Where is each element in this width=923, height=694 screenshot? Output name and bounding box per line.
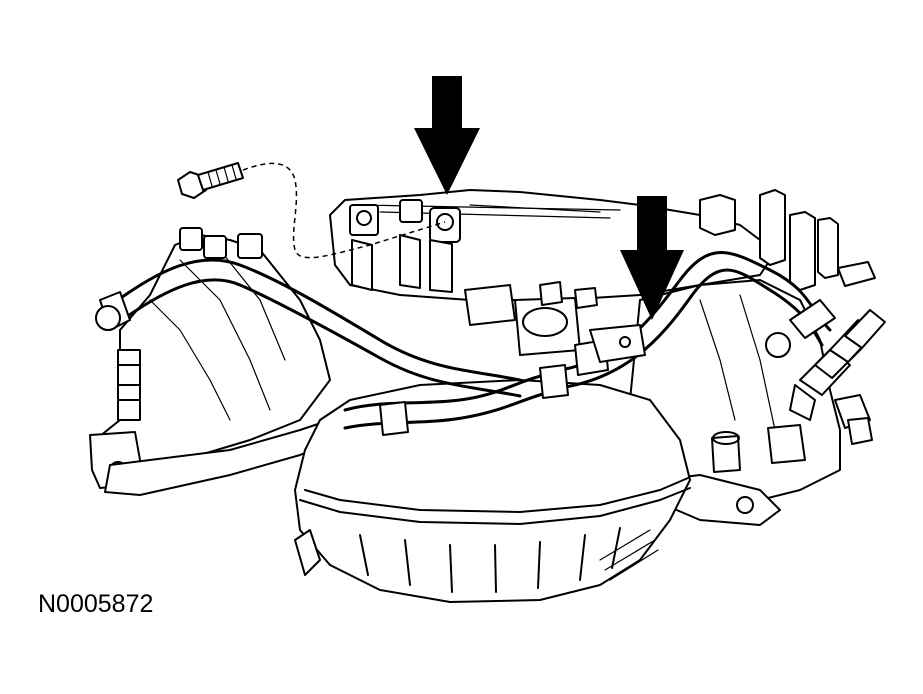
- left-manifold-bank: [89, 227, 336, 496]
- pcv-tube: [95, 251, 876, 436]
- lower-plenum: [294, 379, 691, 603]
- bolt-path-dashed: [242, 162, 446, 259]
- right-arrow: [620, 196, 684, 320]
- figure-id-label: N0005872: [38, 590, 154, 618]
- left-arrow: [414, 76, 480, 195]
- pcv-valve-assembly: [464, 281, 646, 376]
- fuel-injectors-right: [789, 309, 886, 445]
- bolt: [177, 162, 244, 199]
